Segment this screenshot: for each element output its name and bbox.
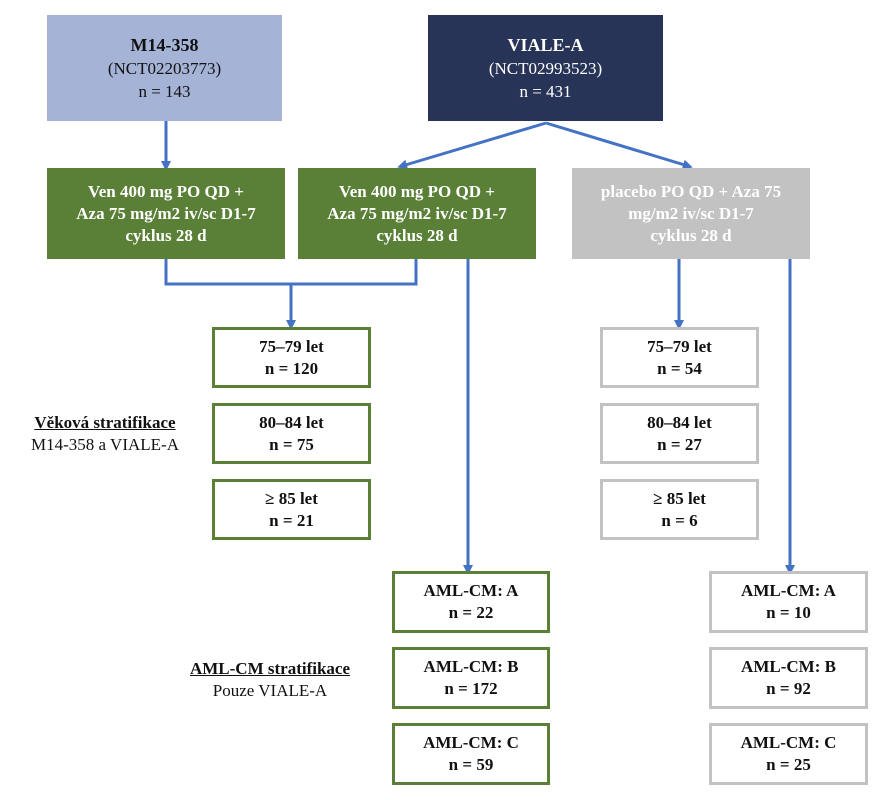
arm-line: cyklus 28 d — [650, 225, 732, 245]
group-n: n = 54 — [657, 358, 702, 378]
arm-line: Ven 400 mg PO QD + — [339, 181, 495, 201]
arm-ven-aza-m14: Ven 400 mg PO QD + Aza 75 mg/m2 iv/sc D1… — [47, 168, 285, 259]
group-label: AML-CM: C — [423, 733, 519, 752]
study-viale-a: VIALE-A (NCT02993523) n = 431 — [428, 15, 663, 121]
group-n: n = 172 — [444, 679, 498, 698]
group-label: ≥ 85 let — [265, 488, 318, 508]
group-n: n = 10 — [766, 603, 811, 622]
group-n: n = 75 — [269, 434, 314, 454]
group-n: n = 6 — [661, 510, 698, 530]
group-label: 75–79 let — [647, 336, 712, 356]
group-n: n = 27 — [657, 434, 702, 454]
study-title: VIALE-A — [507, 34, 584, 55]
group-n: n = 59 — [448, 755, 494, 774]
arm-line: placebo PO QD + Aza 75 — [600, 181, 782, 201]
arrow-viale-to-ven — [397, 121, 547, 170]
merge-bracket — [164, 259, 418, 286]
group-label: AML-CM: A — [423, 581, 519, 600]
amlcm-placebo-c: AML-CM: C n = 25 — [709, 723, 868, 785]
label-title: Věková stratifikace — [34, 413, 176, 432]
age-placebo-75-79: 75–79 let n = 54 — [600, 327, 759, 388]
group-label: ≥ 85 let — [653, 488, 706, 508]
group-label: 80–84 let — [647, 412, 712, 432]
group-label: 80–84 let — [259, 412, 324, 432]
amlcm-stratification-label: AML-CM stratifikace Pouze VIALE-A — [175, 658, 365, 702]
arm-line: Aza 75 mg/m2 iv/sc D1-7 — [327, 203, 507, 223]
study-id: (NCT02203773) — [107, 58, 222, 78]
label-title: AML-CM stratifikace — [189, 659, 351, 678]
amlcm-placebo-b: AML-CM: B n = 92 — [709, 647, 868, 709]
arm-line: Ven 400 mg PO QD + — [88, 181, 244, 201]
arm-line: Aza 75 mg/m2 iv/sc D1-7 — [76, 203, 256, 223]
arm-line: mg/m2 iv/sc D1-7 — [628, 203, 754, 223]
age-ven-80-84: 80–84 let n = 75 — [212, 403, 371, 464]
study-title: M14-358 — [130, 34, 199, 55]
age-placebo-80-84: 80–84 let n = 27 — [600, 403, 759, 464]
arm-line: cyklus 28 d — [125, 225, 207, 245]
arm-placebo-aza: placebo PO QD + Aza 75 mg/m2 iv/sc D1-7 … — [572, 168, 810, 259]
group-n: n = 25 — [766, 755, 811, 774]
arm-ven-aza-viale: Ven 400 mg PO QD + Aza 75 mg/m2 iv/sc D1… — [298, 168, 536, 259]
group-label: AML-CM: B — [423, 657, 519, 676]
group-n: n = 22 — [448, 603, 494, 622]
group-label: AML-CM: A — [741, 581, 836, 600]
age-stratification-label: Věková stratifikace M14-358 a VIALE-A — [10, 412, 200, 456]
group-label: 75–79 let — [259, 336, 324, 356]
amlcm-ven-c: AML-CM: C n = 59 — [392, 723, 550, 785]
arrow-viale-to-placebo — [545, 121, 693, 170]
label-subtitle: M14-358 a VIALE-A — [31, 435, 179, 454]
study-n: n = 143 — [138, 81, 191, 101]
study-n: n = 431 — [519, 81, 572, 101]
group-n: n = 120 — [264, 358, 319, 378]
group-label: AML-CM: B — [741, 657, 836, 676]
arm-line: cyklus 28 d — [376, 225, 458, 245]
group-n: n = 92 — [766, 679, 811, 698]
amlcm-ven-a: AML-CM: A n = 22 — [392, 571, 550, 633]
study-m14-358: M14-358 (NCT02203773) n = 143 — [47, 15, 282, 121]
group-label: AML-CM: C — [740, 733, 837, 752]
label-subtitle: Pouze VIALE-A — [212, 681, 328, 700]
group-n: n = 21 — [269, 510, 314, 530]
age-placebo-85-plus: ≥ 85 let n = 6 — [600, 479, 759, 540]
age-ven-75-79: 75–79 let n = 120 — [212, 327, 371, 388]
age-ven-85-plus: ≥ 85 let n = 21 — [212, 479, 371, 540]
amlcm-ven-b: AML-CM: B n = 172 — [392, 647, 550, 709]
study-id: (NCT02993523) — [488, 58, 603, 78]
amlcm-placebo-a: AML-CM: A n = 10 — [709, 571, 868, 633]
